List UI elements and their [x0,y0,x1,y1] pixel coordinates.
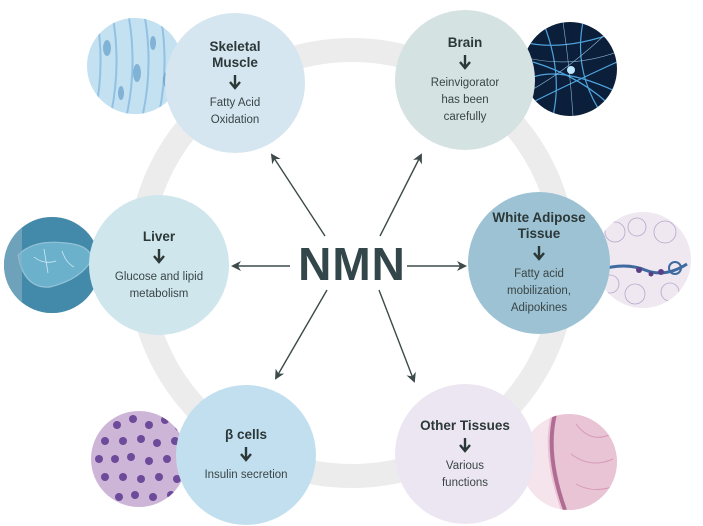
white-adipose-desc-line3: Adipokines [510,302,568,314]
skeletal-muscle-title-line2: Muscle [212,54,258,70]
liver-title: Liver [142,228,176,244]
arrow-to-beta-cells [274,289,328,380]
down-arrow-icon [153,248,165,264]
white-adipose-title-line2: Tissue [517,226,561,241]
arrow-to-brain [379,153,422,237]
white-adipose-desc-line1: Fatty acid [514,268,564,280]
down-arrow-icon [459,55,471,70]
brain-title: Brain [447,35,483,50]
beta-cell-histology-image [91,411,187,507]
skeletal-muscle-desc-line2: Oxidation [210,113,260,126]
brain-desc-line1: Reinvigorator [430,77,500,89]
arrow-to-other-tissues [378,289,416,383]
center-label-nmn: NMN [298,238,406,290]
beta-cells-title: β cells [224,427,268,442]
liver-illustration [4,217,100,313]
node-skeletal-muscle: Skeletal Muscle Fatty Acid Oxidation [165,13,305,153]
down-arrow-icon [240,447,252,462]
skeletal-muscle-desc-line1: Fatty Acid [209,96,261,109]
arrow-to-skeletal-muscle [270,153,326,237]
neuron-network-image [523,22,617,116]
down-arrow-icon [533,246,545,261]
brain-desc-line3: carefully [443,111,487,123]
other-tissues-title: Other Tissues [420,417,510,433]
white-adipose-title-line1: White Adipose [492,210,586,225]
brain-desc-line2: has been [441,94,489,106]
adipose-tissue-image [595,212,691,308]
white-adipose-desc-line2: mobilization, [507,285,571,297]
skeletal-muscle-title-line1: Skeletal [209,38,261,54]
node-beta-cells: β cells Insulin secretion [176,385,316,525]
node-white-adipose-tissue: White Adipose Tissue Fatty acid mobiliza… [468,192,610,334]
liver-desc-line1: Glucose and lipid [114,270,204,283]
other-tissues-desc-line2: functions [441,476,489,489]
down-arrow-icon [459,437,471,453]
other-tissues-desc-line1: Various [445,459,485,472]
node-other-tissues: Other Tissues Various functions [395,384,535,524]
liver-desc-line2: metabolism [129,287,189,300]
down-arrow-icon [229,74,241,90]
beta-cells-desc: Insulin secretion [204,469,288,481]
node-brain: Brain Reinvigorator has been carefully [395,10,535,150]
node-liver: Liver Glucose and lipid metabolism [89,195,229,335]
tissue-histology-image [521,414,617,510]
